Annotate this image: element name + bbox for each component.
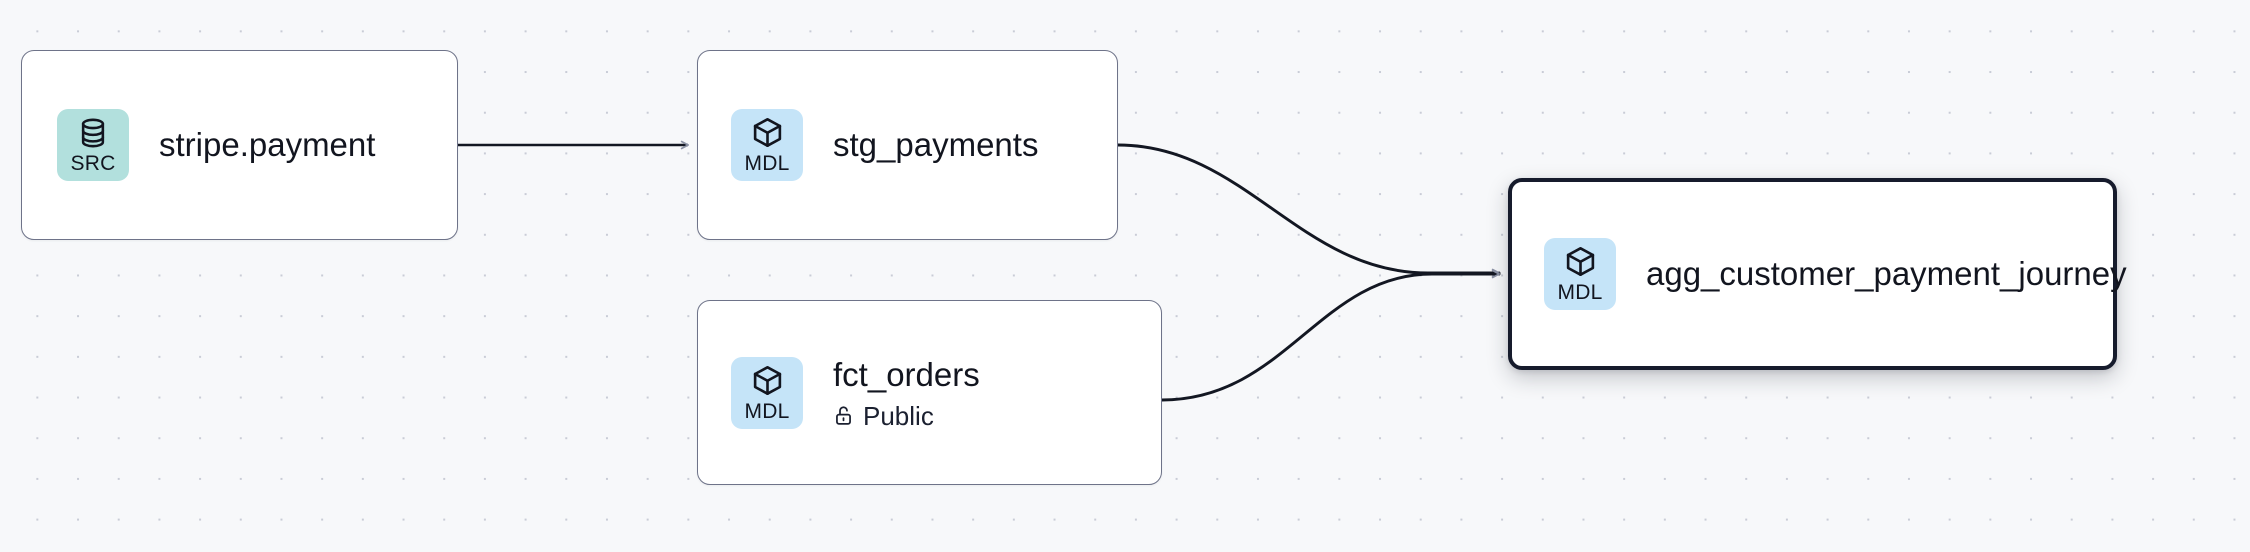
visibility-label: Public [863, 400, 934, 431]
node-title: agg_customer_payment_journey [1646, 254, 2127, 292]
model-badge-label: MDL [1557, 281, 1603, 304]
node-stripe-payment[interactable]: SRC stripe.payment [21, 50, 458, 240]
model-badge: MDL [731, 356, 803, 429]
node-title: stripe.payment [159, 125, 376, 163]
database-icon [81, 118, 105, 147]
node-fct-orders[interactable]: MDL fct_orders Public [697, 300, 1162, 485]
cube-icon [1566, 246, 1594, 277]
edge-fct-to-agg[interactable] [1160, 269, 1501, 402]
node-agg-customer-payment-journey[interactable]: MDL agg_customer_payment_journey [1508, 178, 2127, 370]
model-badge-label: MDL [744, 399, 790, 423]
visibility-status: Public [833, 403, 980, 429]
edge-stg-to-agg[interactable] [1116, 143, 1501, 278]
node-body: fct_orders Public [833, 356, 980, 429]
node-body: stripe.payment [159, 126, 375, 165]
model-badge-label: MDL [744, 152, 790, 175]
model-badge: MDL [1544, 238, 1616, 310]
source-badge-label: SRC [70, 151, 116, 175]
source-badge: SRC [57, 109, 129, 181]
node-title: stg_payments [833, 125, 1039, 163]
node-stg-payments[interactable]: MDL stg_payments [697, 50, 1118, 240]
model-badge: MDL [731, 109, 803, 181]
node-body: agg_customer_payment_journey [1646, 254, 2127, 294]
cube-icon [753, 117, 781, 148]
node-body: stg_payments [833, 126, 1038, 165]
unlock-icon [836, 406, 851, 426]
cube-icon [753, 365, 781, 395]
node-title: fct_orders [833, 356, 980, 394]
